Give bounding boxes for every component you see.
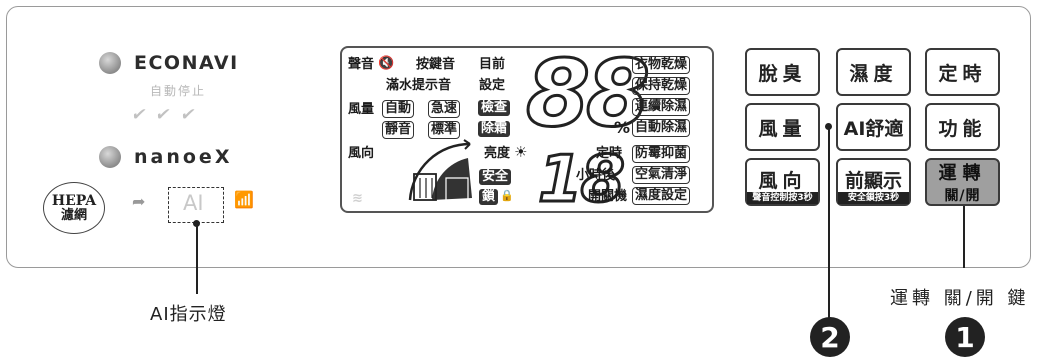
leaf-icon: ✔ [129,105,149,125]
set-label: 設定 [479,78,506,93]
direction-button[interactable]: 風向 聲音控制按3秒 [745,158,820,206]
airflow-label: 風量 [348,102,375,117]
wifi-icon: 📶 [234,190,254,209]
direction-button-label: 風向 [758,170,807,192]
airflow-auto-segment: 自動 [382,100,415,118]
brightness-icon: ☀ [514,143,528,161]
power-key-caption: 運轉 關/開 鍵 [890,288,1030,309]
econavi-led-icon [99,52,121,74]
airflow-turbo-segment: 急速 [428,100,461,118]
hours-after-label: 小時後 [576,168,616,183]
mode-segment-mold: 防霉抑菌 [632,145,691,163]
callout-line [196,224,198,294]
power-button-label: 運轉 [938,163,987,184]
nanoex-led-icon [99,146,121,168]
front-display-button-label: 前顯示 [844,170,902,192]
nanoex-logo: nanoeX [134,146,233,168]
econavi-leaf-icons: ✔ ✔ ✔ [129,105,197,125]
callout-number-2: 2 [810,317,850,357]
brightness-label: 亮度 [484,146,511,161]
louver-fan-icon [408,139,472,201]
deodorize-button[interactable]: 脫臭 [745,48,820,96]
callout-line-ai-comfort [828,127,830,323]
mode-segment-continuous: 連續除濕 [632,98,691,116]
mode-segment-keep-dry: 保持乾燥 [632,77,691,95]
current-label: 目前 [479,57,506,72]
lock-icon: 🔒 [500,189,514,202]
safety-lock-segment-line2: 鎖 [479,189,499,206]
wifi-ghost-icon: ≋ [352,191,363,206]
callout-number-1: 1 [945,317,985,357]
filter-label: 濾網 [60,207,87,223]
sound-label: 聲音 [348,57,375,72]
timer-digits: 18 [536,143,626,217]
econavi-logo: ECONAVI [134,52,239,74]
leaf-icon: ✔ [178,105,197,125]
safety-lock-segment-line1: 安全 [479,169,512,186]
power-button[interactable]: 運轉 關/開 [925,158,1000,206]
timer-button[interactable]: 定時 [925,48,1000,96]
power-on-off-label: 開關機 [588,189,628,204]
humidity-button[interactable]: 濕度 [836,48,911,96]
direction-label: 風向 [348,146,375,161]
lcd-display: 聲音 🔇 按鍵音 滿水提示音 目前 設定 風量 自動 急速 靜音 標準 檢查 除… [340,40,714,217]
callout-line-power [963,206,965,268]
front-display-button[interactable]: 前顯示 安全鎖按3秒 [836,158,911,206]
key-tone-label: 按鍵音 [416,57,456,72]
airflow-standard-segment: 標準 [428,121,461,139]
leaf-icon: ✔ [154,105,173,125]
ai-indicator-caption: AI指示燈 [150,304,227,325]
mode-segment-clothes-dry: 衣物乾燥 [632,56,691,74]
check-segment: 檢查 [478,100,511,117]
direction-button-note: 聲音控制按3秒 [747,192,818,204]
hepa-label: HEPA [51,192,97,209]
speaker-icon: 🔇 [378,56,395,71]
callout-dot-ai-comfort [825,123,832,130]
ai-indicator-light: AI [183,191,204,215]
ai-comfort-button[interactable]: AI舒適 [836,103,911,151]
timer-label: 定時 [596,146,623,161]
auto-stop-label: 自動停止 [150,84,207,98]
power-button-sublabel: 關/開 [944,188,981,204]
airflow-button[interactable]: 風量 [745,103,820,151]
humidity-digits: 88 [524,40,651,147]
mode-segment-humidity-set: 濕度設定 [632,187,691,205]
mode-segment-purify: 空氣清淨 [632,166,691,184]
front-display-button-note: 安全鎖按3秒 [838,192,909,204]
percent-sign: % [614,118,631,137]
callout-dot [193,220,200,227]
mode-segment-auto: 自動除濕 [632,119,691,137]
airflow-quiet-segment: 靜音 [382,121,415,139]
full-water-tone-label: 滿水提示音 [386,78,452,93]
defrost-segment: 除霜 [478,121,511,138]
leaf-arrow-icon: ➦ [132,192,146,211]
hepa-filter-badge: HEPA 濾網 [43,182,105,234]
function-button[interactable]: 功能 [925,103,1000,151]
